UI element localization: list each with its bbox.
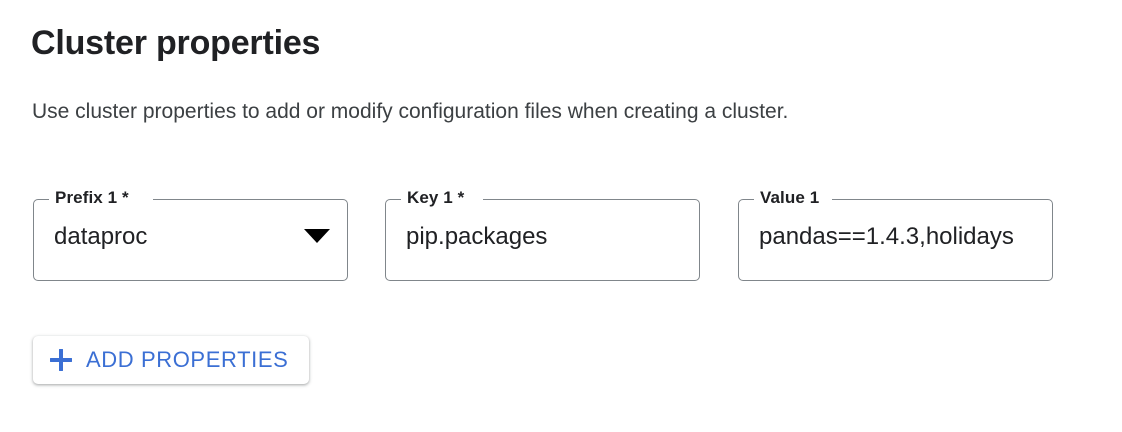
prefix-field-value[interactable]: dataproc [54, 223, 148, 250]
key-field-label: Key 1 * [407, 188, 465, 207]
key-field[interactable]: Key 1 * pip.packages [385, 188, 700, 281]
value-field[interactable]: Value 1 pandas==1.4.3,holidays [738, 188, 1053, 281]
prefix-field[interactable]: Prefix 1 * dataproc [33, 188, 348, 281]
add-properties-button-label: ADD PROPERTIES [86, 347, 289, 372]
value-field-value[interactable]: pandas==1.4.3,holidays [759, 223, 1014, 250]
value-field-notch [754, 197, 832, 201]
plus-icon [50, 349, 72, 371]
prefix-field-label: Prefix 1 * [55, 188, 129, 207]
properties-row: Prefix 1 * dataproc Key 1 * pip.packages… [0, 188, 1122, 289]
chevron-down-icon[interactable] [304, 229, 330, 243]
page-title: Cluster properties [31, 24, 321, 62]
value-field-label: Value 1 [760, 188, 820, 207]
add-properties-button[interactable]: ADD PROPERTIES [33, 336, 310, 384]
key-field-notch [401, 197, 483, 201]
key-field-value[interactable]: pip.packages [406, 223, 548, 250]
prefix-field-notch [49, 197, 153, 201]
page-description: Use cluster properties to add or modify … [32, 100, 789, 123]
